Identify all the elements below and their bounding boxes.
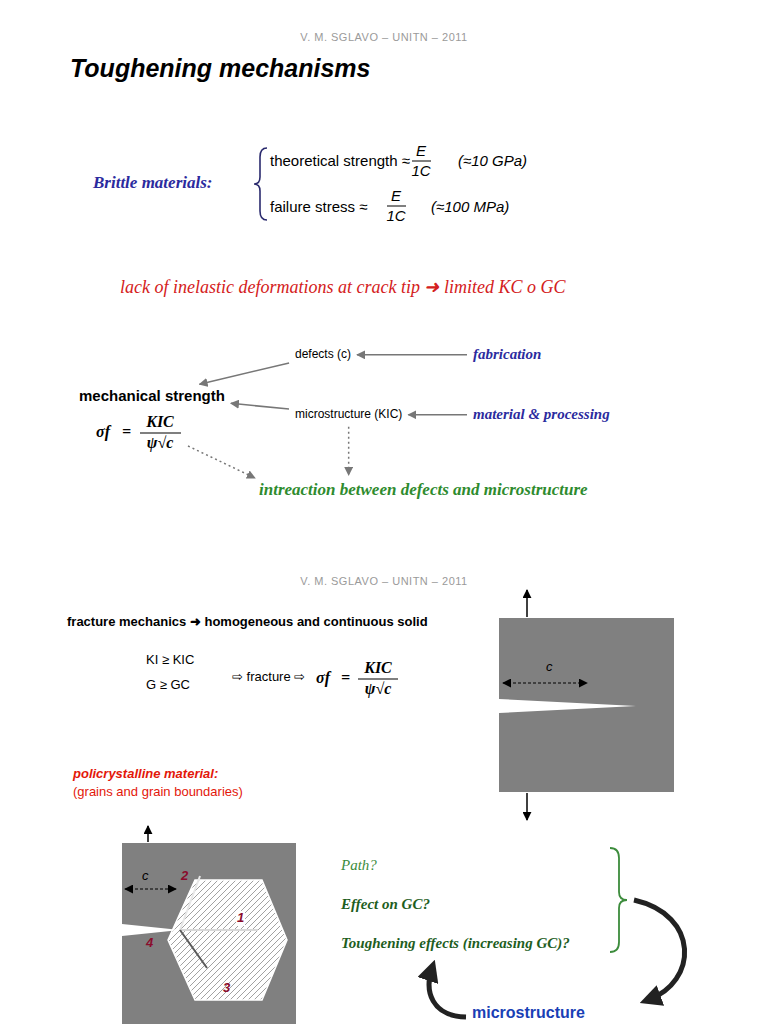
slide-title: Toughening mechanisms	[70, 54, 371, 83]
fraction-bar	[412, 161, 431, 162]
polycrystal-specimen	[122, 843, 296, 1024]
load-arrow	[526, 793, 528, 820]
fraction-numerator: KIC	[364, 659, 392, 677]
connector-arrow	[231, 403, 289, 409]
fraction-bar	[387, 206, 406, 207]
fraction-denominator: ψ√c	[365, 680, 392, 698]
formula-symbol: =	[122, 423, 131, 441]
question-text: Path?	[341, 857, 377, 874]
section-heading: fracture mechanics ➜ homogeneous and con…	[67, 615, 428, 630]
source-node: fabrication	[470, 344, 544, 365]
crack-length-arrow	[503, 683, 587, 684]
callout-number: 2	[181, 869, 188, 884]
formula-symbol: σf	[96, 423, 110, 441]
strength-node: mechanical strength	[76, 385, 228, 406]
node-text: fabrication	[473, 346, 541, 363]
callout-number: 4	[146, 936, 153, 951]
factor-node: defects (c)	[292, 346, 354, 364]
crack	[499, 699, 636, 713]
grain	[168, 880, 287, 1000]
fraction-numerator: E	[391, 187, 401, 204]
callout-number: 1	[236, 911, 245, 926]
factor-node: microstructure (KIC)	[292, 406, 405, 424]
node-text: microstructure (KIC)	[295, 408, 402, 422]
crack	[122, 924, 180, 936]
connector-arrow	[199, 363, 289, 384]
fraction-bar	[140, 432, 181, 433]
question-text: Effect on GC?	[341, 896, 430, 913]
fraction-denominator: 1C	[386, 207, 405, 224]
callout-number: 3	[223, 981, 230, 996]
section-note: (grains and grain boundaries)	[73, 785, 243, 800]
solid-specimen	[499, 618, 674, 792]
fraction-numerator: E	[416, 142, 426, 159]
section-heading: policrystalline material:	[73, 767, 218, 782]
node-text: defects (c)	[295, 348, 351, 362]
crack-length-arrow	[125, 889, 176, 890]
source-node: material & processing	[470, 404, 613, 425]
cycle-label: microstructure	[472, 1004, 585, 1022]
connector-arrow	[408, 414, 467, 416]
fraction-numerator: KIC	[146, 413, 174, 431]
crack-length-label: c	[546, 660, 553, 675]
formula-text: failure stress ≈	[270, 198, 367, 215]
fraction-denominator: 1C	[411, 162, 430, 179]
value-note: (≈10 GPa)	[458, 152, 527, 169]
curly-brace	[254, 148, 267, 220]
dotted-leader	[188, 446, 255, 478]
fraction-bar	[358, 678, 398, 679]
fracture-condition: KI ≥ KIC	[146, 653, 194, 668]
node-text: mechanical strength	[79, 387, 225, 404]
value-note: (≈100 MPa)	[431, 198, 509, 215]
key-statement: lack of inelastic deformations at crack …	[120, 277, 565, 298]
implication-text: ⇨ fracture ⇨	[232, 670, 305, 685]
formula-symbol: σf	[316, 669, 330, 687]
interaction-node: intreaction between defects and microstr…	[256, 478, 591, 502]
header-credit: V. M. SGLAVO – UNITN – 2011	[300, 31, 467, 44]
connector-arrow	[357, 354, 467, 356]
connector-arrow	[348, 427, 350, 475]
load-arrow	[147, 826, 149, 842]
formula-symbol: =	[341, 669, 350, 687]
curly-brace	[610, 848, 627, 952]
crack-path	[180, 876, 200, 930]
crack-path	[180, 929, 258, 931]
crack-length-label: c	[142, 869, 149, 884]
category-label: Brittle materials:	[93, 173, 212, 193]
question-text: Toughening effects (increasing GC)?	[341, 935, 570, 952]
fraction-denominator: ψ√c	[147, 434, 174, 452]
header-credit: V. M. SGLAVO – UNITN – 2011	[300, 575, 467, 588]
formula-text: theoretical strength ≈	[270, 152, 410, 169]
load-arrow	[526, 590, 528, 617]
node-text: material & processing	[473, 406, 610, 423]
crack-path	[180, 930, 207, 968]
fracture-condition: G ≥ GC	[146, 678, 190, 693]
cycle-arrow	[429, 968, 466, 1017]
cycle-arrow	[634, 900, 685, 1000]
node-text: intreaction between defects and microstr…	[259, 480, 588, 500]
